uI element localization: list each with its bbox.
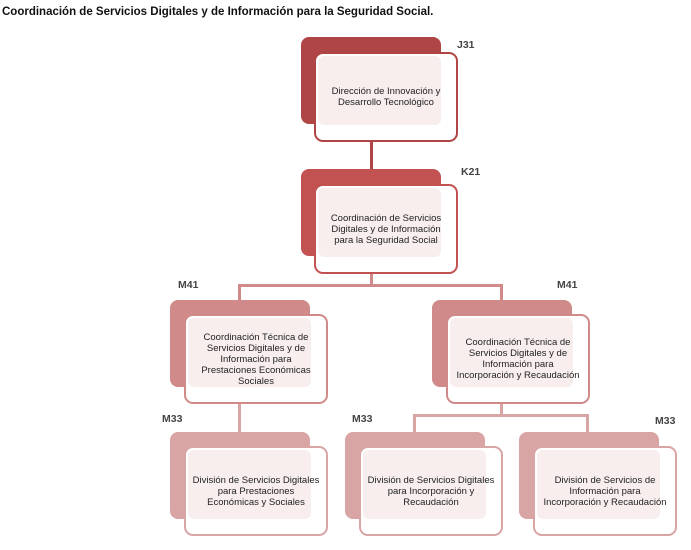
connector [413, 414, 589, 417]
node-highlight [188, 450, 311, 519]
connector [500, 284, 503, 301]
node-highlight [318, 56, 441, 125]
node-code: M41 [557, 279, 578, 291]
page-title: Coordinación de Servicios Digitales y de… [2, 6, 434, 18]
org-node[interactable]: Dirección de Innovación y Desarrollo Tec… [314, 52, 458, 142]
connector [238, 284, 241, 301]
node-code: M33 [352, 413, 373, 425]
org-node[interactable]: Coordinación Técnica de Servicios Digita… [184, 314, 328, 404]
connector [500, 404, 503, 416]
node-label: División de Servicios Digitales para Pre… [192, 474, 320, 508]
org-node[interactable]: Coordinación Técnica de Servicios Digita… [446, 314, 590, 404]
connector [238, 284, 503, 287]
node-code: J31 [457, 39, 475, 51]
node-highlight [537, 450, 660, 519]
org-node[interactable]: División de Servicios Digitales para Inc… [359, 446, 503, 536]
node-code: K21 [461, 166, 481, 178]
node-label: Dirección de Innovación y Desarrollo Tec… [331, 86, 441, 108]
node-label: Coordinación Técnica de Servicios Digita… [201, 331, 311, 387]
node-label: Coordinación Técnica de Servicios Digita… [456, 337, 580, 381]
node-code: M33 [655, 415, 676, 427]
node-label: Coordinación de Servicios Digitales y de… [330, 212, 442, 246]
connector [413, 414, 416, 433]
node-highlight [450, 318, 573, 387]
org-node[interactable]: Coordinación de Servicios Digitales y de… [314, 184, 458, 274]
org-node[interactable]: División de Servicios de Información par… [533, 446, 677, 536]
connector [586, 414, 589, 433]
node-highlight [318, 188, 441, 257]
org-node[interactable]: División de Servicios Digitales para Pre… [184, 446, 328, 536]
node-label: División de Servicios Digitales para Inc… [367, 474, 495, 508]
node-code: M33 [162, 413, 183, 425]
node-highlight [363, 450, 486, 519]
node-label: División de Servicios de Información par… [543, 474, 667, 508]
connector [370, 140, 373, 170]
connector [370, 272, 373, 286]
node-code: M41 [178, 279, 199, 291]
node-highlight [188, 318, 311, 387]
connector [238, 404, 241, 433]
